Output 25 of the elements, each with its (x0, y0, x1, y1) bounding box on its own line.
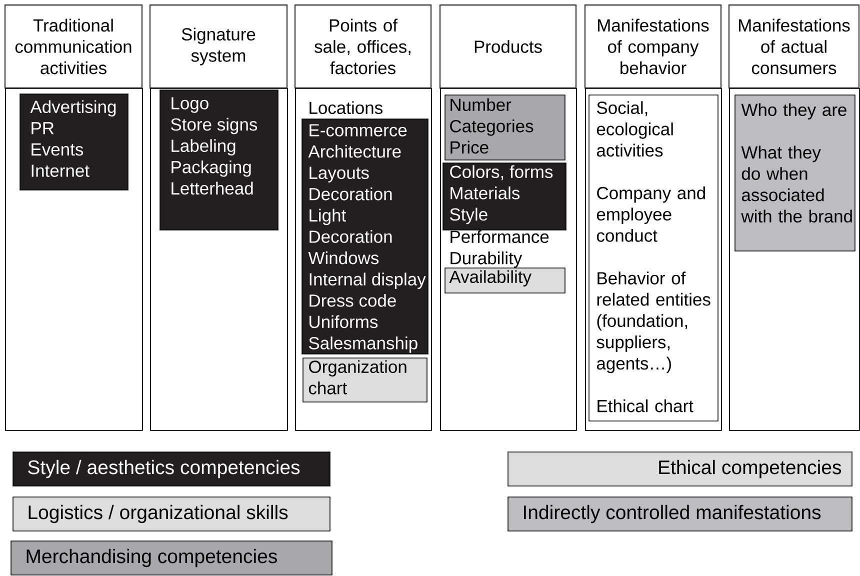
category-box: Number Categories Price (444, 94, 566, 160)
category-box: Organization chart (302, 358, 428, 402)
category-box: Who they are What they do when associated with the brand (734, 94, 856, 252)
column-box (5, 88, 143, 431)
header-box: Manifestations of company behavior (584, 4, 722, 88)
category-box: Social, ecological activities Company and employee conduct Behavior of related entities (foundation, suppliers, agents…) Ethical chart (588, 94, 718, 422)
header-box: Traditional communication activities (4, 4, 142, 88)
legend-item: Merchandising competencies (10, 540, 332, 576)
category-box: Logo Store signs Labeling Packaging Letterhead (160, 90, 278, 230)
legend-item: Style / aesthetics competencies (12, 452, 330, 486)
item-list: Locations (310, 101, 382, 114)
legend-item: Ethical competencies (508, 452, 852, 486)
category-box: Advertising PR Events Internet (20, 94, 128, 190)
category-box: E-commerce Architecture Layouts Decoration Light Decoration Windows Internal display Dress code Uniforms Salesmanship (302, 118, 428, 354)
header-box: Points of sale, offices, factories (294, 4, 432, 88)
header-box: Signature system (150, 4, 288, 88)
legend-item: Logistics / organizational skills (12, 496, 330, 532)
column-box (729, 88, 860, 431)
header-box: Products (440, 4, 576, 88)
legend-item: Indirectly controlled manifestations (508, 496, 852, 532)
category-box: Colors, forms Materials Style (442, 162, 566, 230)
column-box (150, 88, 288, 431)
category-box: Availability (444, 268, 566, 294)
header-box: Manifestations of actual consumers (728, 4, 860, 88)
item-list: Performance Durability (450, 230, 549, 268)
